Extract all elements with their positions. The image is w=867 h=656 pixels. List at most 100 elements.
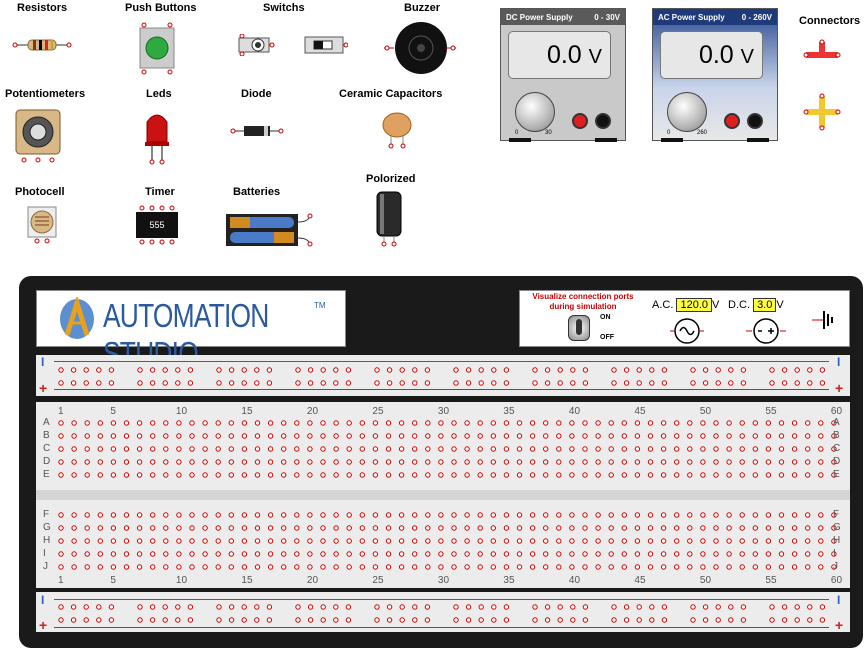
push-buttons-label: Push Buttons	[125, 2, 197, 14]
connector-cross-component[interactable]	[802, 92, 842, 132]
bottom-rail-plus-left: +	[39, 617, 48, 633]
potentiometers-label: Potentiometers	[5, 88, 86, 100]
dc-voltage-knob[interactable]	[515, 92, 555, 132]
row-label-left: E	[43, 469, 50, 480]
dc-power-supply-range: 0 - 30V	[594, 12, 620, 22]
row-label-right: B	[833, 430, 840, 441]
row-label-right: J	[833, 561, 838, 572]
ac-source-label: A.C.	[652, 299, 674, 311]
connector-tee-component[interactable]	[802, 38, 842, 72]
ac-power-supply-range: 0 - 260V	[741, 12, 772, 22]
ac-power-supply[interactable]: AC Power Supply 0 - 260V 0.0 V 0 260	[652, 8, 778, 142]
slide-switch-component[interactable]	[302, 34, 349, 56]
ac-live-jack[interactable]	[724, 113, 740, 129]
top-column-number: 5	[110, 406, 116, 417]
bottom-rail-minus-left: I	[41, 593, 45, 607]
leds-label: Leds	[146, 88, 172, 100]
buzzer-label: Buzzer	[404, 2, 441, 14]
ac-voltage-display: 0.0 V	[660, 31, 763, 79]
top-column-number: 10	[175, 406, 188, 417]
ac-display-unit: V	[740, 46, 754, 68]
resistors-label: Resistors	[17, 2, 68, 14]
dc-display-value: 0.0	[546, 41, 582, 69]
ac-power-supply-header: AC Power Supply 0 - 260V	[653, 9, 777, 25]
dc-source-label: D.C.	[728, 299, 750, 311]
ac-scale-max: 260	[697, 130, 708, 136]
row-label-right: C	[833, 443, 841, 454]
led-component[interactable]	[142, 110, 172, 166]
dc-display-unit: V	[588, 46, 602, 68]
bottom-column-number: 1	[58, 575, 64, 586]
diode-component[interactable]	[230, 124, 284, 138]
top-column-number: 1	[58, 406, 64, 417]
dc-scale-max: 30	[545, 130, 552, 136]
resistor-component[interactable]	[12, 38, 72, 52]
brand-name: AUTOMATION STUDIO	[103, 297, 269, 372]
bottom-column-number: 40	[568, 575, 581, 586]
ac-voltage-unit: V	[712, 299, 720, 311]
batteries-label: Batteries	[233, 186, 281, 198]
row-label-left: G	[43, 522, 51, 533]
dc-voltage-display: 0.0 V	[508, 31, 611, 79]
ac-display-value: 0.0	[698, 41, 734, 69]
battery-pack-component[interactable]	[224, 212, 314, 248]
brand-tm: TM	[314, 301, 326, 310]
buzzer-component[interactable]	[384, 18, 456, 78]
bottom-column-number: 60	[830, 575, 843, 586]
bottom-column-number: 35	[503, 575, 515, 586]
ac-source-icon[interactable]	[670, 317, 704, 345]
photocell-label: Photocell	[15, 186, 65, 198]
ac-voltage-knob[interactable]	[667, 92, 707, 132]
top-column-number: 60	[830, 406, 843, 417]
timer-label: Timer	[145, 186, 175, 198]
dc-foot-left	[509, 138, 531, 142]
visualize-ports-toggle[interactable]	[568, 315, 590, 341]
top-column-number: 40	[568, 406, 581, 417]
bottom-column-number: 5	[110, 575, 116, 586]
visualize-ports-label: Visualize connection ports during simula…	[532, 292, 634, 311]
ac-foot-right	[747, 138, 769, 142]
top-column-number: 50	[699, 406, 712, 417]
potentiometer-component[interactable]	[14, 106, 62, 164]
dc-positive-jack[interactable]	[572, 113, 588, 129]
polarized-capacitor-component[interactable]	[374, 190, 404, 248]
row-label-right: H	[833, 535, 841, 546]
toggle-on-label: ON	[600, 314, 611, 321]
top-column-number: 15	[241, 406, 253, 417]
automation-studio-logo-icon	[60, 297, 94, 339]
ac-neutral-jack[interactable]	[747, 113, 763, 129]
row-label-right: I	[833, 548, 836, 559]
top-rail-plus-right: +	[835, 380, 844, 396]
dc-source-icon[interactable]	[746, 317, 786, 345]
toggle-switch-component[interactable]	[236, 33, 276, 57]
ceramic-capacitor-component[interactable]	[380, 110, 414, 150]
top-rail-negative-line	[54, 361, 829, 362]
dc-power-supply-header: DC Power Supply 0 - 30V	[501, 9, 625, 25]
ac-voltage-input[interactable]: 120.0	[676, 298, 712, 312]
push-button-component[interactable]	[136, 22, 178, 76]
row-label-left: D	[43, 456, 51, 467]
top-column-number: 55	[765, 406, 777, 417]
row-label-left: B	[43, 430, 50, 441]
toggle-off-label: OFF	[600, 334, 614, 341]
bottom-column-number: 50	[699, 575, 712, 586]
dc-voltage-unit: V	[776, 299, 784, 311]
ac-foot-left	[661, 138, 683, 142]
dc-power-supply-title: DC Power Supply	[506, 12, 573, 22]
bottom-power-rail	[36, 592, 850, 632]
ac-scale-min: 0	[667, 130, 671, 136]
ground-icon[interactable]	[812, 307, 838, 333]
dc-voltage-input[interactable]: 3.0	[753, 298, 777, 312]
row-label-right: G	[833, 522, 841, 533]
top-rail-minus-right: I	[837, 355, 841, 369]
timer-chip-text: 555	[149, 220, 165, 230]
row-label-left: H	[43, 535, 51, 546]
dc-negative-jack[interactable]	[595, 113, 611, 129]
connectors-label: Connectors	[799, 15, 861, 27]
photocell-component[interactable]	[26, 205, 58, 245]
dc-power-supply[interactable]: DC Power Supply 0 - 30V 0.0 V 0 30	[500, 8, 626, 142]
center-channel	[36, 490, 850, 500]
timer-555-component[interactable]: 555	[132, 204, 182, 246]
